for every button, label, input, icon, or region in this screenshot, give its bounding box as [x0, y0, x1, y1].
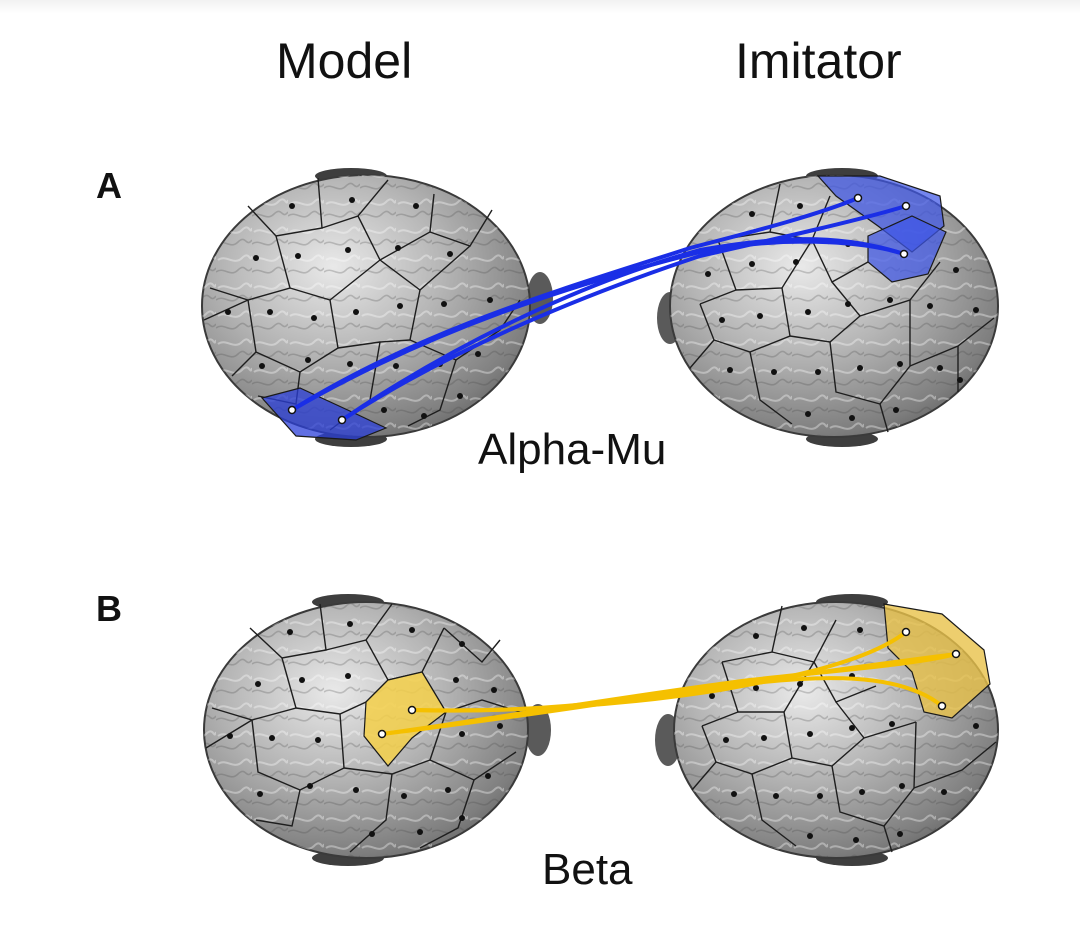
imitator-head-alpha [657, 168, 999, 447]
electrodes [709, 625, 979, 843]
model-head-alpha [201, 168, 553, 447]
ear [525, 704, 551, 756]
panel-a-label: A [96, 165, 122, 206]
alpha-nodes [287, 193, 911, 425]
model-header: Model [276, 33, 413, 89]
beta-nodes [377, 627, 961, 739]
beta-connections [380, 630, 958, 736]
alpha-mu-label: Alpha-Mu [478, 425, 667, 474]
connection-line [340, 237, 906, 422]
model-alpha-region [260, 387, 388, 441]
model-beta-region [363, 671, 447, 767]
beta-label: Beta [542, 845, 633, 894]
imitator-beta-region [883, 603, 991, 719]
top-band [0, 0, 1080, 14]
model-head-beta [203, 594, 551, 866]
electrodes [227, 621, 503, 837]
imitator-head-beta [655, 594, 999, 866]
connection-line [380, 652, 958, 736]
alpha-mu-connections [290, 196, 908, 422]
parcel-grid [691, 605, 997, 853]
panel-b-label: B [96, 588, 122, 629]
imitator-header: Imitator [735, 33, 902, 89]
imitator-alpha-region-lower [867, 215, 947, 283]
connection-line [340, 204, 908, 422]
